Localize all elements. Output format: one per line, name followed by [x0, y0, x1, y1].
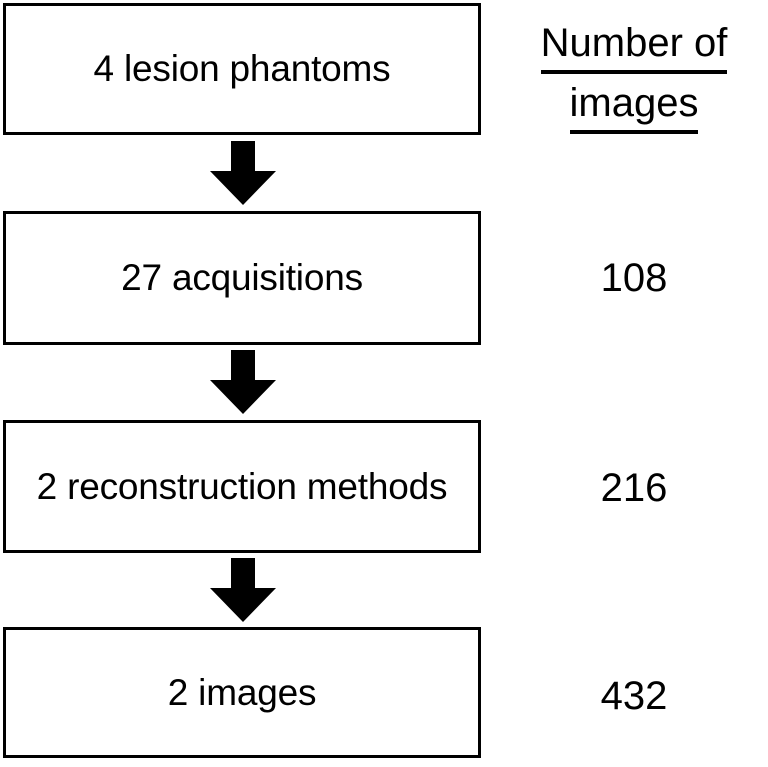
count-column-header-line-2: images [500, 78, 768, 135]
flow-box-reconstruction-methods[interactable]: 2 reconstruction methods [3, 420, 481, 553]
count-value-reconstruction-methods: 216 [600, 466, 668, 510]
count-value-images: 432 [600, 674, 668, 718]
flow-box-label: 2 reconstruction methods [36, 465, 448, 507]
flow-box-label: 27 acquisitions [121, 257, 363, 299]
count-value-acquisitions: 108 [600, 256, 668, 300]
count-column-header-line-1: Number of [500, 18, 768, 75]
down-arrow-icon [210, 141, 276, 205]
down-arrow-icon [210, 558, 276, 622]
flow-box-acquisitions[interactable]: 27 acquisitions [3, 211, 481, 345]
flow-box-label: 4 lesion phantoms [93, 48, 391, 90]
count-column-header: Number of images [500, 18, 768, 135]
down-arrow-icon [210, 350, 276, 414]
flow-box-images[interactable]: 2 images [3, 627, 481, 758]
flow-box-lesion-phantoms[interactable]: 4 lesion phantoms [3, 3, 481, 135]
flow-box-label: 2 images [167, 671, 317, 713]
count-column: Number of images 108 216 432 [500, 0, 768, 767]
